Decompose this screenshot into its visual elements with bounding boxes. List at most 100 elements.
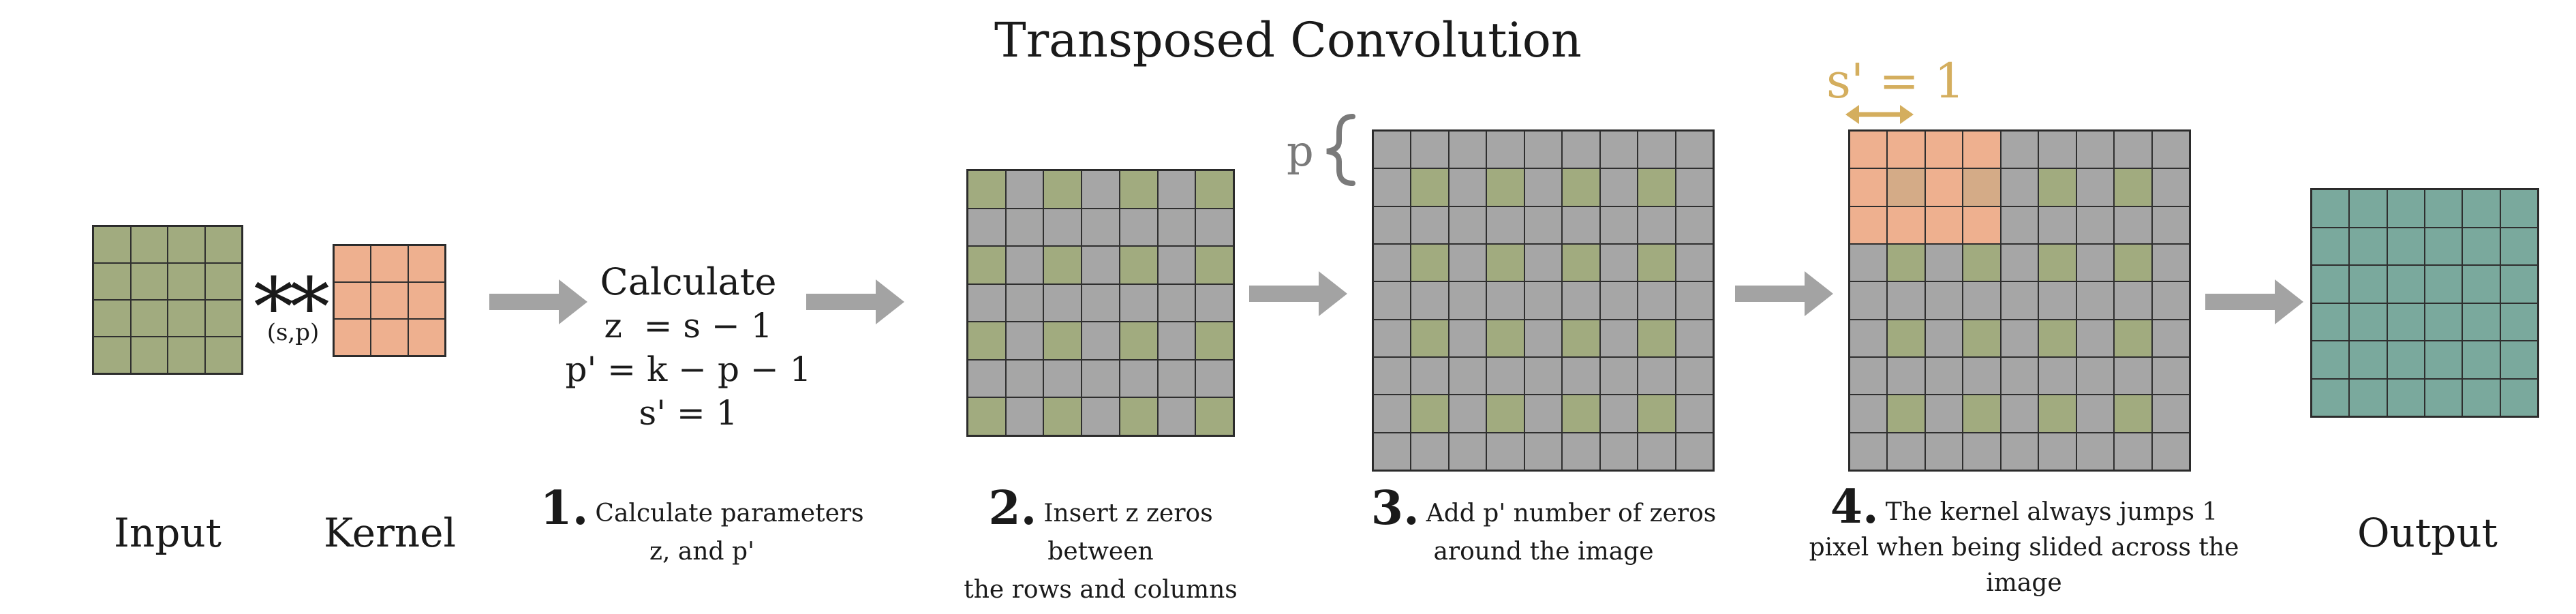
sliding-cell: [2000, 243, 2039, 282]
padded-cell: [1638, 356, 1676, 395]
padded-cell: [1448, 319, 1487, 357]
padded-cell: [1373, 432, 1411, 470]
padded-cell: [1411, 243, 1449, 282]
dilated-cell: [1082, 170, 1120, 209]
output-cell: [2312, 227, 2350, 265]
sliding-cell: [2151, 131, 2190, 169]
padded-cell: [1675, 356, 1713, 395]
sliding-cell: [2076, 131, 2115, 169]
diagram-title: Transposed Convolution: [994, 12, 1582, 68]
output-cell: [2424, 303, 2463, 341]
dilated-cell: [1043, 397, 1082, 435]
dilated-cell: [1157, 397, 1196, 435]
dilated-cell: [1082, 359, 1120, 398]
sliding-cell: [1850, 432, 1888, 470]
output-cell: [2424, 189, 2463, 228]
step-1-caption: 1.Calculate parameters z, and p': [538, 485, 865, 571]
sliding-cell: [1963, 281, 2001, 320]
sliding-cell: [2151, 243, 2190, 282]
kernel-grid: [333, 244, 446, 357]
dilated-cell: [968, 246, 1006, 284]
padded-cell: [1675, 243, 1713, 282]
input-cell: [204, 337, 242, 373]
sliding-cell: [2076, 356, 2115, 395]
output-cell: [2349, 341, 2387, 379]
calculate-block: Calculate z = s − 1 p' = k − p − 1 s' = …: [559, 260, 818, 435]
sliding-cell: [1963, 395, 2001, 433]
padded-cell: [1562, 168, 1600, 206]
sliding-cell: [1963, 432, 2001, 470]
padded-cell: [1524, 168, 1563, 206]
sliding-cell: [2000, 356, 2039, 395]
kernel-cell: [371, 245, 408, 282]
sliding-cell: [1850, 206, 1888, 244]
step-2-line-2: the rows and columns: [964, 576, 1238, 604]
dilated-cell: [1043, 170, 1082, 209]
sliding-cell: [2038, 395, 2076, 433]
input-cell: [168, 300, 205, 337]
output-cell: [2349, 265, 2387, 303]
arrow-3-icon: [1249, 271, 1347, 316]
dilated-cell: [1005, 397, 1044, 435]
output-cell: [2500, 341, 2538, 379]
sliding-cell: [2114, 432, 2152, 470]
dilated-cell: [1043, 246, 1082, 284]
sliding-cell: [2151, 432, 2190, 470]
input-cell: [93, 263, 131, 300]
dilated-cell: [968, 359, 1006, 398]
padded-cell: [1638, 395, 1676, 433]
dilated-cell: [1082, 283, 1120, 322]
padded-cell: [1486, 281, 1524, 320]
output-cell: [2424, 341, 2463, 379]
sliding-cell: [2000, 395, 2039, 433]
calculate-heading: Calculate: [600, 260, 777, 303]
dilated-cell: [1157, 170, 1196, 209]
sliding-cell: [1925, 131, 1963, 169]
padded-cell: [1599, 243, 1638, 282]
padded-cell: [1411, 168, 1449, 206]
output-cell: [2424, 265, 2463, 303]
output-cell: [2312, 303, 2350, 341]
sliding-cell: [1887, 131, 1925, 169]
padded-cell: [1599, 168, 1638, 206]
dilated-cell: [1157, 208, 1196, 247]
output-cell: [2387, 341, 2425, 379]
kernel-cell: [408, 245, 445, 282]
step-4-line-2: pixel when being slided across the: [1809, 534, 2239, 562]
input-cell: [168, 226, 205, 263]
sliding-cell: [2114, 243, 2152, 282]
padded-cell: [1562, 281, 1600, 320]
input-cell: [204, 263, 242, 300]
sliding-cell: [1887, 168, 1925, 206]
output-cell: [2462, 378, 2500, 416]
output-cell: [2462, 227, 2500, 265]
step-4-line-3: image: [1986, 569, 2062, 597]
padded-cell: [1675, 206, 1713, 244]
sliding-cell: [2076, 281, 2115, 320]
output-cell: [2462, 341, 2500, 379]
padded-cell: [1448, 131, 1487, 169]
kernel-cell: [334, 319, 371, 356]
dilated-cell: [1005, 208, 1044, 247]
padded-cell: [1675, 395, 1713, 433]
dilated-cell: [1043, 208, 1082, 247]
dilated-cell: [1119, 397, 1158, 435]
sliding-cell: [2076, 243, 2115, 282]
sliding-cell: [2114, 131, 2152, 169]
padded-cell: [1411, 319, 1449, 357]
sliding-cell: [1887, 319, 1925, 357]
padded-cell: [1638, 206, 1676, 244]
padding-label: p: [1287, 126, 1314, 176]
kernel-cell: [371, 282, 408, 319]
padded-cell: [1599, 281, 1638, 320]
stride-double-arrow-icon: [1845, 105, 1914, 124]
dilated-cell: [1195, 359, 1233, 398]
padded-cell: [1373, 395, 1411, 433]
output-cell: [2500, 189, 2538, 228]
sliding-cell: [1887, 206, 1925, 244]
padded-cell: [1675, 281, 1713, 320]
dilated-cell: [968, 283, 1006, 322]
sliding-cell: [1925, 168, 1963, 206]
padded-cell: [1562, 432, 1600, 470]
output-cell: [2462, 189, 2500, 228]
